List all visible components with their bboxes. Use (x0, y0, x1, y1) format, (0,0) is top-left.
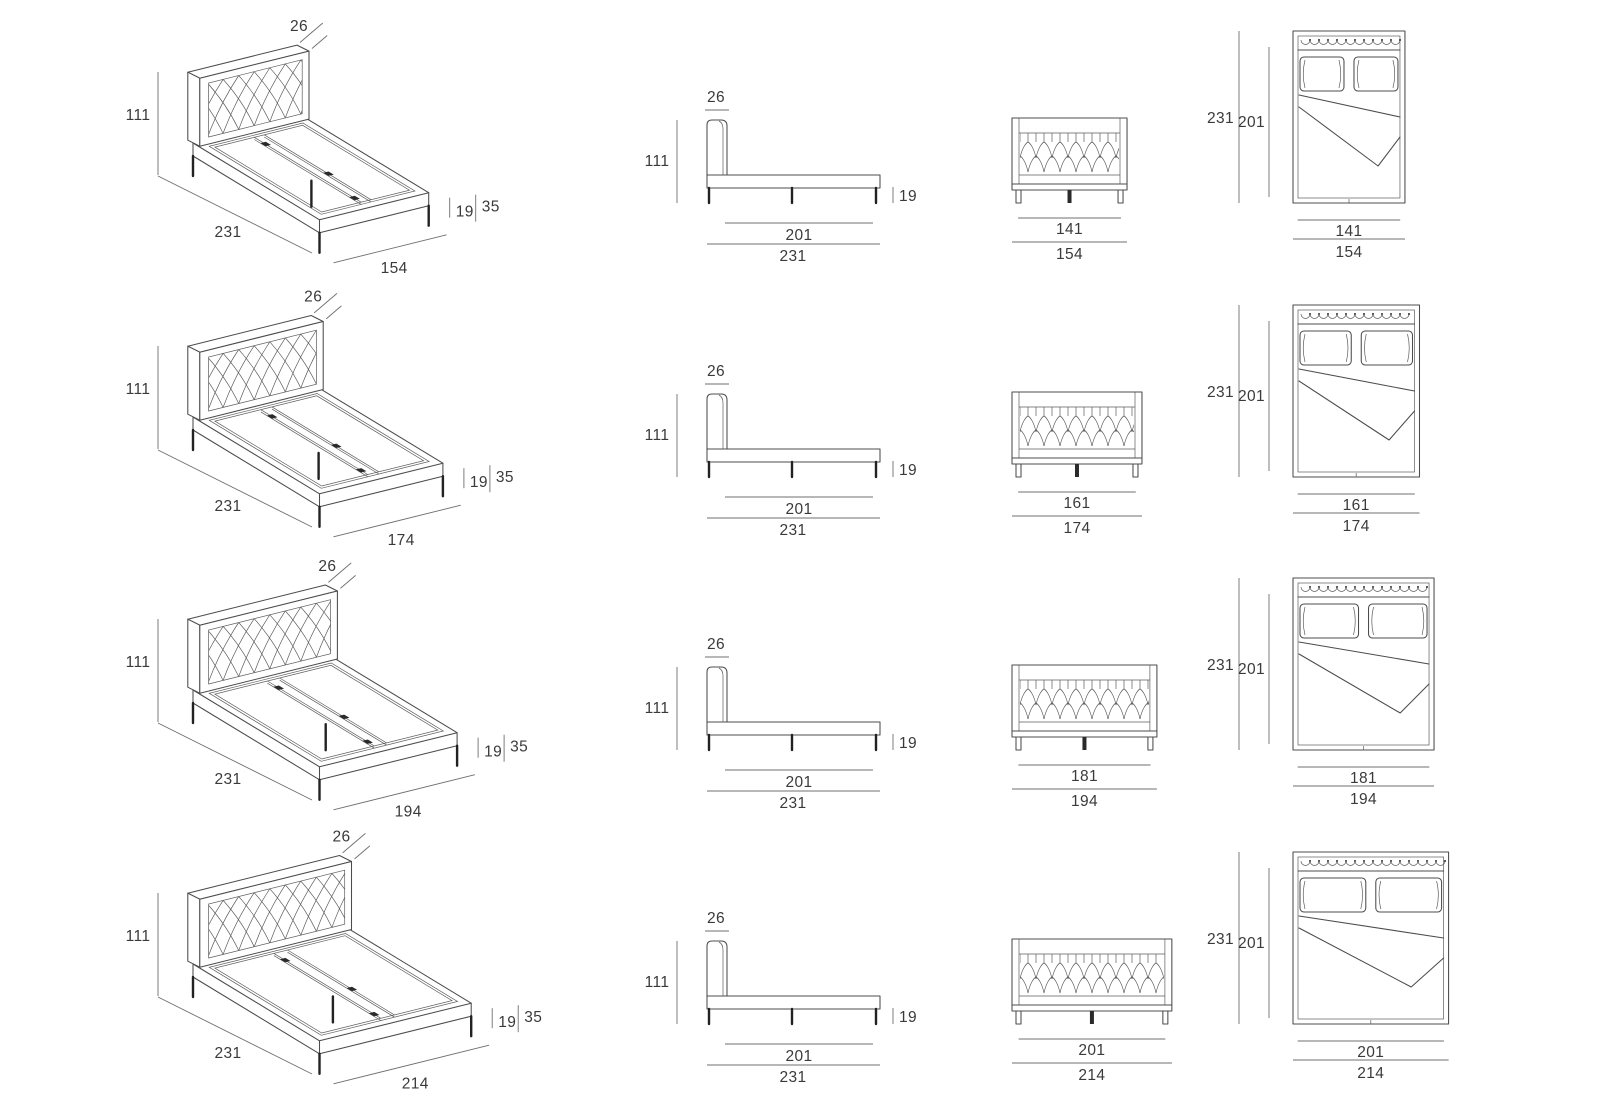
side-platform-length-label: 201 (785, 501, 812, 518)
top-mattress-width-label: 141 (1335, 223, 1362, 240)
side-height-label: 111 (645, 427, 670, 444)
iso-height-label: 111 (126, 381, 151, 398)
side-height-label: 111 (645, 153, 670, 170)
iso-height-label: 111 (126, 107, 151, 124)
iso-width-label: 194 (395, 803, 422, 820)
iso-leg-height-label: 19 (470, 474, 488, 491)
iso-view-row-4: 111 231 214 19 35 26 (126, 829, 542, 1093)
side-platform-length-label: 201 (785, 1048, 812, 1065)
iso-height-label: 111 (126, 928, 151, 945)
front-width-label: 214 (1078, 1067, 1105, 1084)
iso-view-row-3: 111 231 194 19 35 26 (126, 558, 528, 820)
front-inner-width-label: 201 (1078, 1042, 1105, 1059)
iso-length-label: 231 (214, 498, 241, 515)
iso-headboard-depth-label: 26 (304, 289, 322, 306)
front-inner-width-label: 141 (1056, 221, 1083, 238)
front-width-label: 174 (1063, 520, 1090, 537)
side-length-label: 231 (779, 795, 806, 812)
iso-base-height-label: 35 (482, 199, 500, 216)
side-length-label: 231 (779, 248, 806, 265)
front-inner-width-label: 181 (1071, 768, 1098, 785)
iso-headboard-depth-label: 26 (318, 558, 336, 575)
front-width-label: 154 (1056, 246, 1083, 263)
iso-length-label: 231 (214, 224, 241, 241)
iso-base-height-label: 35 (496, 469, 514, 486)
top-mattress-width-label: 201 (1357, 1044, 1384, 1061)
iso-headboard-depth-label: 26 (290, 18, 308, 35)
top-width-label: 154 (1335, 244, 1362, 261)
side-height-label: 111 (645, 700, 670, 717)
side-view-row-3: 26 111 201 231 19 (645, 636, 917, 812)
top-mattress-length-label: 201 (1238, 388, 1265, 405)
front-inner-width-label: 161 (1063, 495, 1090, 512)
iso-height-label: 111 (126, 654, 151, 671)
iso-length-label: 231 (214, 1045, 241, 1062)
side-leg-height-label: 19 (899, 462, 917, 479)
iso-base-height-label: 35 (524, 1009, 542, 1026)
front-width-label: 194 (1071, 793, 1098, 810)
side-platform-length-label: 201 (785, 774, 812, 791)
side-platform-length-label: 201 (785, 227, 812, 244)
side-headboard-depth-label: 26 (707, 363, 725, 380)
top-width-label: 174 (1343, 518, 1370, 535)
top-length-label: 231 (1207, 657, 1234, 674)
iso-leg-height-label: 19 (484, 744, 502, 761)
top-mattress-length-label: 201 (1238, 661, 1265, 678)
side-leg-height-label: 19 (899, 1009, 917, 1026)
top-length-label: 231 (1207, 110, 1234, 127)
top-length-label: 231 (1207, 931, 1234, 948)
iso-view-row-2: 111 231 174 19 35 26 (126, 289, 514, 550)
iso-length-label: 231 (214, 771, 241, 788)
side-leg-height-label: 19 (899, 735, 917, 752)
side-length-label: 231 (779, 1069, 806, 1086)
top-mattress-length-label: 201 (1238, 935, 1265, 952)
side-height-label: 111 (645, 974, 670, 991)
side-view-row-2: 26 111 201 231 19 (645, 363, 917, 539)
side-leg-height-label: 19 (899, 188, 917, 205)
iso-leg-height-label: 19 (456, 204, 474, 221)
iso-headboard-depth-label: 26 (332, 829, 350, 846)
top-width-label: 194 (1350, 791, 1377, 808)
iso-width-label: 214 (402, 1076, 429, 1093)
iso-width-label: 174 (388, 532, 415, 549)
side-view-row-1: 26 111 201 231 19 (645, 89, 917, 265)
top-mattress-width-label: 161 (1343, 497, 1370, 514)
side-headboard-depth-label: 26 (707, 636, 725, 653)
top-mattress-length-label: 201 (1238, 114, 1265, 131)
top-length-label: 231 (1207, 384, 1234, 401)
side-length-label: 231 (779, 522, 806, 539)
iso-width-label: 154 (381, 260, 408, 277)
side-headboard-depth-label: 26 (707, 89, 725, 106)
iso-leg-height-label: 19 (498, 1014, 516, 1031)
top-mattress-width-label: 181 (1350, 770, 1377, 787)
iso-base-height-label: 35 (510, 739, 528, 756)
side-headboard-depth-label: 26 (707, 910, 725, 927)
top-width-label: 214 (1357, 1065, 1384, 1082)
side-view-row-4: 26 111 201 231 19 (645, 910, 917, 1086)
iso-view-row-1: 111 231 154 19 35 26 (126, 18, 500, 277)
